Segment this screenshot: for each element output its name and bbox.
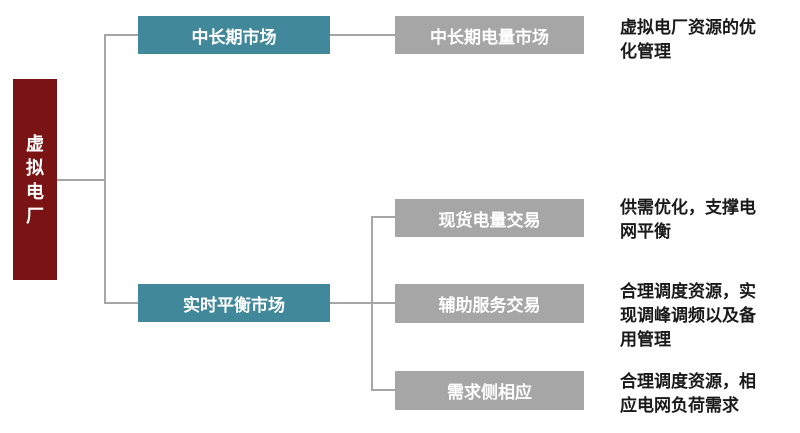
node-ancillary-service-trading: 辅助服务交易 bbox=[395, 284, 584, 323]
node-demand-side-response-label: 需求侧相应 bbox=[447, 383, 532, 402]
node-mid-long-term-market-label: 中长期市场 bbox=[191, 27, 277, 47]
connector-spine-to-realtime bbox=[104, 302, 138, 304]
connector-right-spine bbox=[371, 217, 373, 391]
node-virtual-power-plant-char: 虚 bbox=[26, 133, 44, 154]
connector-root-to-left-spine bbox=[57, 179, 105, 181]
annotation-supply-demand-optimization: 供需优化，支撑电 网平衡 bbox=[620, 196, 756, 244]
annotation-line: 合理调度资源，实 bbox=[620, 282, 756, 301]
node-spot-energy-trading: 现货电量交易 bbox=[395, 199, 584, 237]
node-realtime-balance-market-label: 实时平衡市场 bbox=[183, 295, 285, 315]
annotation-resource-dispatch-peak-frequency: 合理调度资源，实 现调峰调频以及备 用管理 bbox=[620, 280, 756, 352]
annotation-line: 虚拟电厂资源的优 bbox=[620, 18, 756, 37]
node-virtual-power-plant-char: 厂 bbox=[26, 205, 44, 226]
node-mid-long-term-energy-market: 中长期电量市场 bbox=[395, 16, 584, 54]
connector-spine-to-demand bbox=[371, 389, 395, 391]
annotation-line: 现调峰调频以及备 bbox=[620, 306, 756, 325]
annotation-optimized-management: 虚拟电厂资源的优 化管理 bbox=[620, 16, 756, 64]
node-realtime-balance-market: 实时平衡市场 bbox=[138, 284, 330, 322]
node-virtual-power-plant-char: 电 bbox=[26, 181, 44, 202]
annotation-line: 供需优化，支撑电 bbox=[620, 198, 756, 217]
connector-spine-to-midlongterm bbox=[104, 34, 138, 36]
node-virtual-power-plant-char: 拟 bbox=[26, 157, 44, 178]
annotation-line: 网平衡 bbox=[620, 222, 671, 241]
connector-spine-to-spot bbox=[371, 216, 395, 218]
connector-realtime-to-ancillary bbox=[330, 302, 395, 304]
annotation-resource-dispatch-grid-load: 合理调度资源，相 应电网负荷需求 bbox=[620, 370, 756, 418]
node-mid-long-term-market: 中长期市场 bbox=[138, 16, 330, 54]
node-ancillary-service-trading-label: 辅助服务交易 bbox=[438, 296, 541, 315]
node-demand-side-response: 需求侧相应 bbox=[395, 371, 584, 410]
connector-midlongterm-to-energy-market bbox=[330, 34, 395, 36]
node-spot-energy-trading-label: 现货电量交易 bbox=[438, 210, 541, 230]
annotation-line: 化管理 bbox=[620, 42, 671, 61]
node-virtual-power-plant: 虚 拟 电 厂 bbox=[13, 79, 57, 280]
annotation-line: 应电网负荷需求 bbox=[620, 396, 739, 415]
connector-left-spine bbox=[104, 34, 106, 304]
annotation-line: 用管理 bbox=[620, 330, 671, 349]
annotation-line: 合理调度资源，相 bbox=[620, 372, 756, 391]
node-mid-long-term-energy-market-label: 中长期电量市场 bbox=[430, 27, 549, 47]
